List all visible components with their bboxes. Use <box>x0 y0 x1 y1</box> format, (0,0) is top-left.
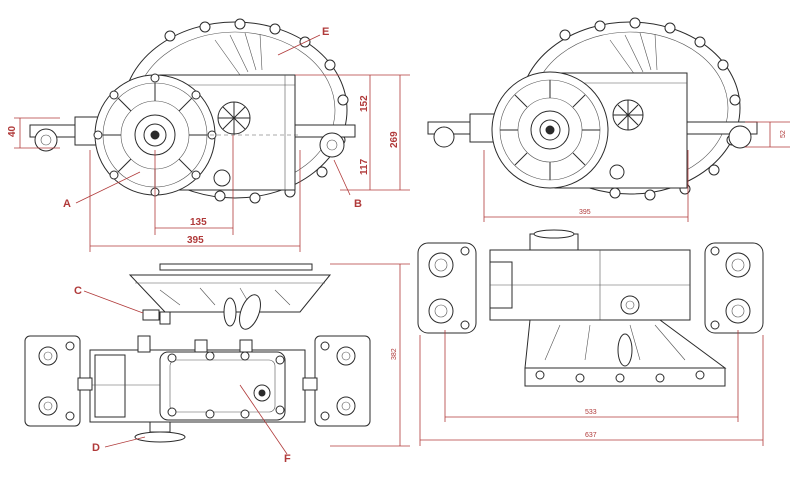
callouts-bottom-left: C D F <box>74 285 291 465</box>
hub-D <box>134 431 186 443</box>
view-bottom-left: 382 C D F <box>24 263 410 465</box>
right-flange-bottom <box>302 335 371 427</box>
view-front-right: 52 395 <box>427 17 790 222</box>
left-flange-bottom <box>24 335 93 427</box>
callout-A: A <box>63 198 71 210</box>
callouts-front-left: A B E <box>63 26 362 210</box>
callout-E: E <box>322 26 329 38</box>
dim-117: 117 <box>359 158 370 175</box>
callout-F: F <box>284 453 291 465</box>
dim-135: 135 <box>190 217 207 228</box>
dim-382: 382 <box>391 348 398 360</box>
dim-40: 40 <box>7 125 18 137</box>
right-shaft-hub <box>319 132 345 158</box>
dim-269: 269 <box>389 131 400 148</box>
dim-637: 637 <box>585 432 597 439</box>
dimensions-front-right: 52 395 <box>483 121 790 222</box>
callout-B: B <box>354 198 362 210</box>
view-bottom-right: 533 637 <box>417 229 764 446</box>
callout-D: D <box>92 442 100 454</box>
dimensions-front-left: 40 152 117 269 135 395 <box>7 74 410 252</box>
dimensions-bottom-right: 533 637 <box>419 330 764 446</box>
left-plate-right-view <box>417 242 477 334</box>
dim-395: 395 <box>187 235 204 246</box>
dimensions-bottom-left: 382 <box>330 263 410 447</box>
dim-533: 533 <box>585 409 597 416</box>
dim-395-right: 395 <box>579 209 591 216</box>
dim-152: 152 <box>359 95 370 112</box>
left-shaft-hub <box>34 128 58 152</box>
mounting-disc <box>524 367 726 387</box>
cover-bolts <box>93 73 217 197</box>
view-front-left: 40 152 117 269 135 395 A B E <box>7 18 410 252</box>
dim-52: 52 <box>780 130 787 138</box>
callout-C: C <box>74 285 82 297</box>
right-plate-right-view <box>704 242 764 334</box>
device-C <box>142 309 160 321</box>
